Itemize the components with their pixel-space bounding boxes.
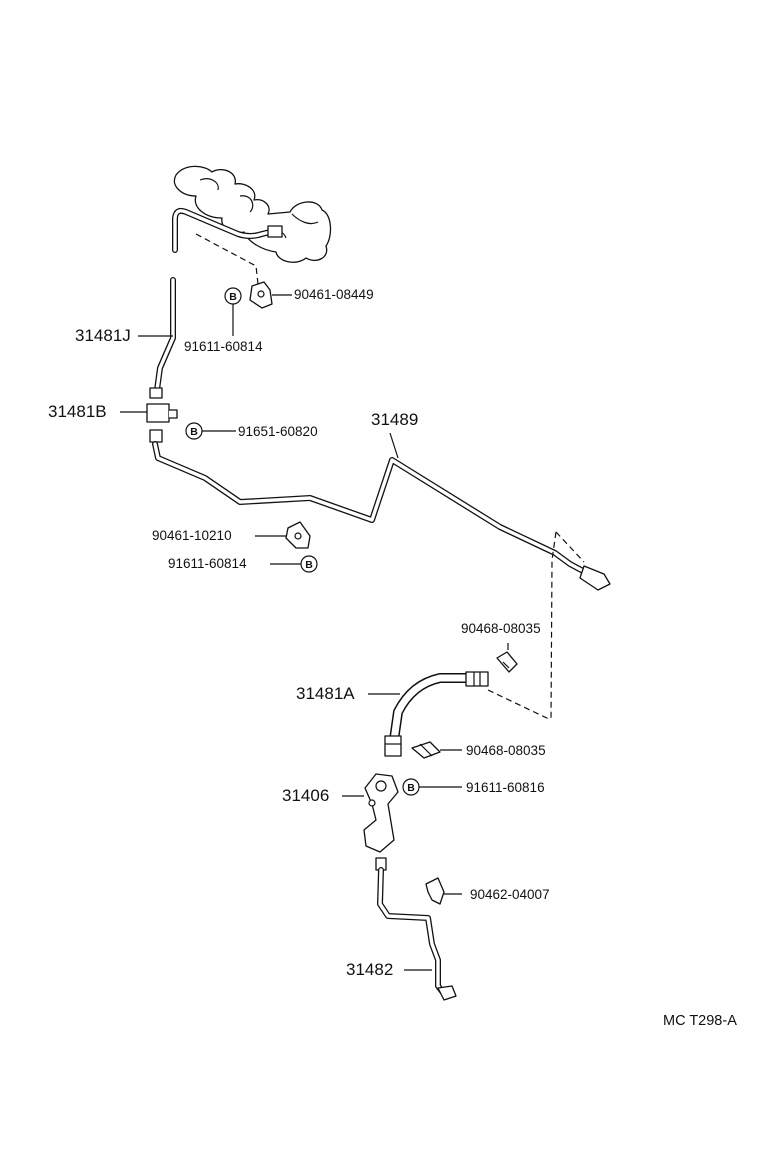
svg-text:B: B bbox=[229, 291, 237, 303]
clamp-90461-08449 bbox=[249, 281, 273, 309]
callout-31481B: 31481B bbox=[48, 402, 107, 421]
leader-dashed bbox=[487, 689, 552, 721]
callout-31481J: 31481J bbox=[75, 326, 131, 345]
callout-90461-08449: 90461-08449 bbox=[294, 287, 374, 302]
svg-text:B: B bbox=[190, 426, 198, 438]
svg-text:B: B bbox=[407, 782, 415, 794]
callout-91611-60814: 91611-60814 bbox=[184, 339, 263, 354]
callout-91651-60820: 91651-60820 bbox=[238, 424, 318, 439]
pipe-31489 bbox=[152, 432, 611, 591]
callout-90468-08035: 90468-08035 bbox=[466, 743, 546, 758]
clip-90468-08035 bbox=[411, 741, 441, 759]
callout-90462-04007: 90462-04007 bbox=[470, 887, 550, 902]
leader-dashed bbox=[555, 531, 585, 563]
junction-31481B bbox=[146, 403, 178, 443]
bolt-marker-b: B bbox=[224, 287, 242, 305]
pipe-fitting-nut bbox=[149, 387, 163, 399]
callout-31489: 31489 bbox=[371, 410, 418, 429]
leader-dashed bbox=[195, 233, 259, 285]
callout-91611-60816: 91611-60816 bbox=[466, 780, 545, 795]
pipe-fitting-nut bbox=[267, 225, 283, 238]
svg-text:B: B bbox=[305, 559, 313, 571]
callout-31406: 31406 bbox=[282, 786, 329, 805]
bolt-marker-b: B bbox=[300, 555, 318, 573]
clip-90468-08035 bbox=[496, 651, 518, 673]
callout-31481A: 31481A bbox=[296, 684, 355, 703]
clip-90462-04007 bbox=[425, 877, 445, 905]
diagram-code: MC T298-A bbox=[663, 1013, 737, 1029]
callout-31482: 31482 bbox=[346, 960, 393, 979]
clamp-90461-10210 bbox=[285, 521, 311, 549]
pipe-31481J bbox=[149, 207, 283, 399]
callout-91611-60814: 91611-60814 bbox=[168, 556, 247, 571]
callout-90468-08035: 90468-08035 bbox=[461, 621, 541, 636]
bracket-31406 bbox=[363, 773, 399, 853]
bolt-marker-b: B bbox=[185, 422, 203, 440]
leader-dashed bbox=[550, 531, 557, 721]
bolt-marker-b: B bbox=[402, 778, 420, 796]
pipe-31482 bbox=[375, 857, 457, 1001]
callout-90461-10210: 90461-10210 bbox=[152, 528, 232, 543]
hose-31481A bbox=[384, 671, 489, 757]
